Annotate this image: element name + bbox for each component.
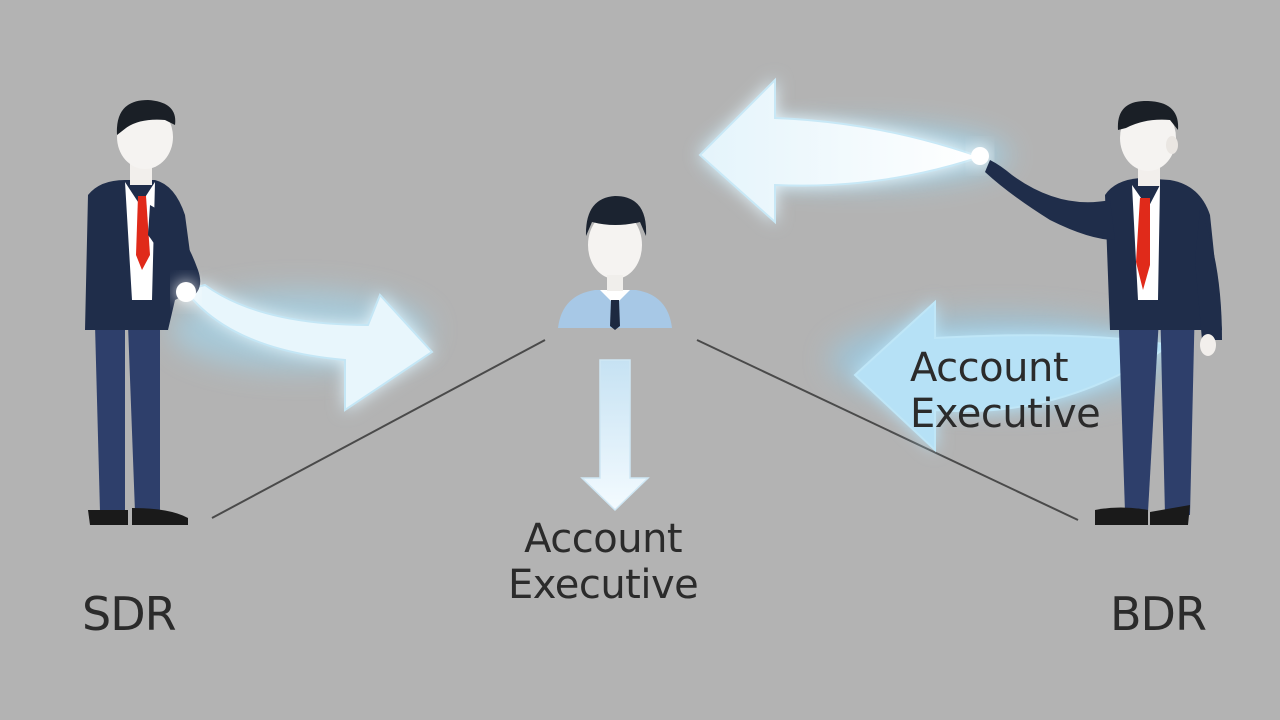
arrow-sdr-to-center bbox=[170, 283, 434, 412]
bdr-label: BDR bbox=[1110, 587, 1207, 641]
center-label-line2: Executive bbox=[508, 562, 699, 608]
right-label-line1: Account bbox=[910, 345, 1069, 391]
connector-line-left bbox=[211, 339, 546, 519]
center-account-executive-label: Account Executive bbox=[508, 516, 699, 608]
right-label-line2: Executive bbox=[910, 391, 1101, 437]
arrow-down bbox=[580, 359, 650, 512]
arrow-top-left bbox=[698, 77, 1010, 225]
sdr-label: SDR bbox=[82, 587, 177, 641]
arrow-right-lower bbox=[830, 299, 1173, 453]
center-label-line1: Account bbox=[524, 516, 683, 562]
user-avatar-icon bbox=[558, 196, 672, 330]
right-account-executive-label: Account Executive bbox=[910, 345, 1101, 437]
businessman-figure-icon bbox=[985, 100, 1222, 525]
connector-line-right bbox=[696, 339, 1079, 521]
businessman-figure-icon bbox=[85, 100, 201, 525]
